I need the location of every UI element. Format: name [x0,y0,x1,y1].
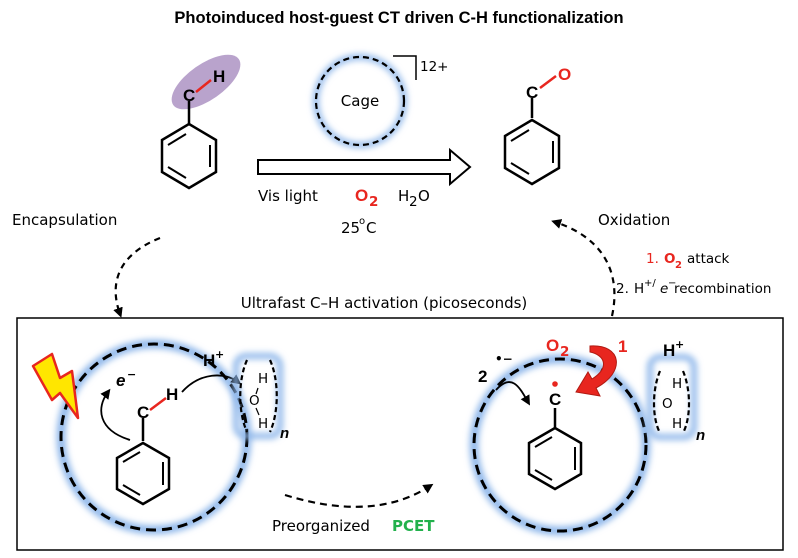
svg-text:2.: 2. [616,281,629,297]
cage-label: Cage [341,92,379,110]
left-hydrogen: H [166,385,178,404]
svg-text:e: e [660,281,668,297]
svg-text:+: + [675,338,684,351]
product-oxygen: O [558,65,571,84]
svg-text:o: o [359,216,365,227]
lightning-bolt-icon [31,352,80,420]
step-2-number: 2 [478,367,487,386]
reactant-molecule: C H [160,54,241,190]
svg-text:25: 25 [341,219,360,237]
encapsulation-label: Encapsulation [12,211,117,229]
encapsulation-arrow [113,236,161,318]
svg-text:PCET: PCET [392,517,435,535]
svg-text:O: O [418,187,430,205]
condition-oxygen: O 2 [355,186,378,210]
radical-anion-symbol: •− [495,352,513,366]
svg-text:2: 2 [369,194,378,210]
svg-text:+/: +/ [644,278,656,289]
electron-label: e [116,371,125,390]
condition-water: H 2 O [398,187,430,210]
svg-text:O: O [664,251,675,267]
svg-text:+: + [215,348,224,361]
ch-bond [195,79,212,93]
step-1-label: 1. O 2 attack [646,251,730,271]
svg-text:H: H [258,371,268,387]
box-title: Ultrafast C–H activation (picoseconds) [241,294,528,312]
svg-text:Preorganized: Preorganized [272,517,370,535]
condition-temperature: 25 o C [341,216,376,237]
condition-light: Vis light [258,187,318,205]
diagram-title: Photoinduced host-guest CT driven C-H fu… [174,9,623,27]
reactant-carbon: C [183,86,195,105]
oxidation-arrow [551,219,616,317]
left-carbon: C [137,403,149,422]
svg-text:H: H [398,187,409,205]
svg-text:recombination: recombination [674,281,771,297]
o2-attack-arrow [575,345,617,397]
right-cage-complex: C 2 •− O 2 1 [469,336,651,536]
right-carbon: C [549,390,561,409]
right-benzene-ring [527,426,583,491]
product-benzene-ring [503,118,561,186]
product-carbon: C [526,83,538,102]
proton-label: H [203,351,215,370]
svg-text:−: − [668,278,676,289]
svg-text:H: H [634,281,644,297]
right-repeat-n: n [696,427,705,444]
svg-text:2: 2 [409,194,418,210]
left-benzene-ring [115,441,171,506]
reactant-benzene-ring [160,122,218,190]
superoxide-arrow [495,381,530,406]
radical-dot [552,381,558,387]
svg-text:2: 2 [560,344,569,360]
left-water-cluster: H O H n [233,353,289,442]
step-2-label: 2. H +/ e − recombination [616,278,771,297]
reaction-arrow [257,147,472,187]
right-proton-label: H [663,341,675,360]
product-molecule: C O [503,65,571,186]
cage-charge: 12+ [420,59,449,75]
step-1-number: 1 [618,337,627,356]
pcet-arrow [284,483,434,508]
svg-text:H: H [672,376,682,392]
oxidation-label: Oxidation [598,211,670,229]
o2-label: O [546,336,559,355]
mechanism-box [16,317,784,551]
svg-text:H: H [258,416,268,432]
left-repeat-n: n [280,425,289,442]
cage-symbol: Cage 12+ [313,54,449,148]
svg-text:attack: attack [687,251,730,267]
left-cage-complex: C H e − H + [56,339,252,535]
svg-text:−: − [127,368,136,381]
svg-text:C: C [366,219,376,237]
reactant-hydrogen: H [213,67,225,86]
svg-text:O: O [662,396,673,412]
svg-text:1.: 1. [646,251,659,267]
svg-text:2: 2 [675,260,682,271]
svg-text:H: H [672,416,682,432]
electron-transfer-arrow [100,388,131,441]
pcet-label: Preorganized PCET [272,517,435,535]
svg-text:O: O [355,186,368,205]
svg-text:O: O [249,393,260,409]
ch-highlight [171,54,241,110]
right-water-cluster: H + H O H n [647,338,705,444]
